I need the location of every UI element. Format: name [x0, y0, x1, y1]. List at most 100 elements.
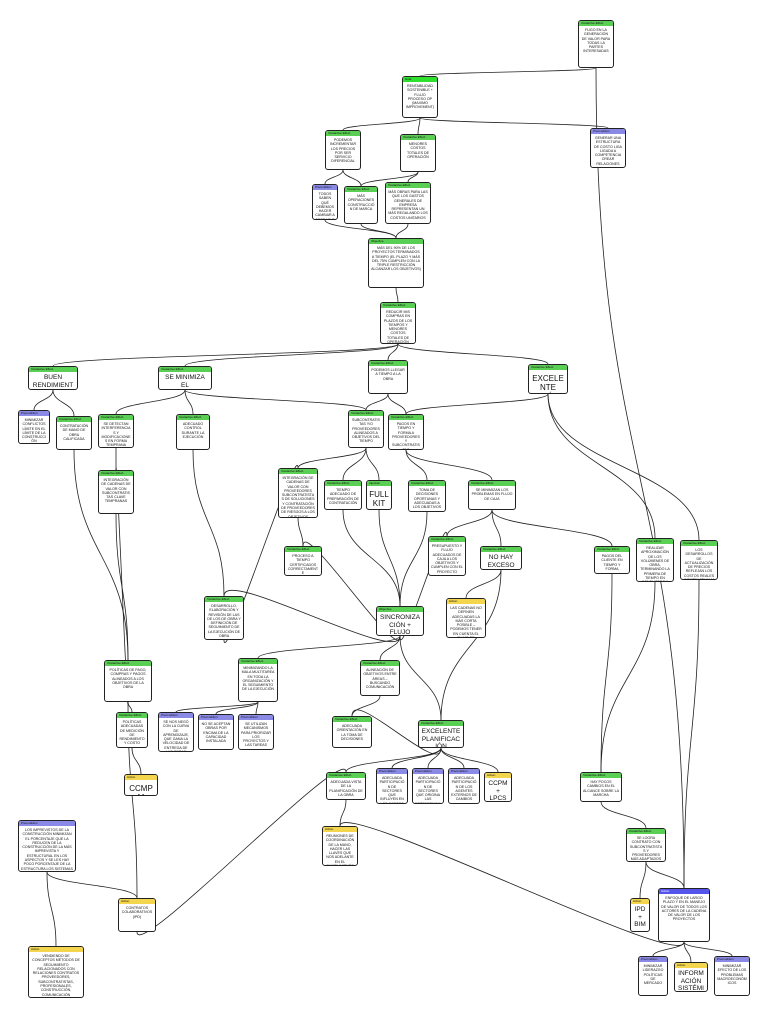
- node-text: ADECUADA VISTA DE LA PLANIFICACIÓN DE LA…: [329, 780, 363, 797]
- node-header: Vsstantive Effect: [325, 481, 361, 486]
- edge-n26-n20: [405, 449, 493, 481]
- node-text: DESARROLLO, ELABORACIÓN Y REVISIÓN DE LA…: [207, 604, 241, 639]
- node-header: Precondition: [19, 821, 75, 826]
- node-header: Vsstantive Effect: [419, 721, 463, 726]
- node-header: Precondition: [715, 957, 749, 962]
- node-header: Precondition: [377, 769, 407, 774]
- node-header: Vsstantive Effect: [409, 481, 445, 486]
- edge-n4-goal: [417, 117, 421, 135]
- node-header: Vsstantive Effect: [29, 367, 77, 372]
- node-header: Vsstantive Effect: [627, 829, 665, 834]
- node-text: MINIMIZAR CONFLICTOS LÍMITE EN EL LÍMITE…: [22, 418, 46, 444]
- node-header: Precondition: [239, 715, 273, 720]
- node-header: Precondition: [199, 715, 233, 720]
- edge-vis-n42: [645, 861, 685, 889]
- node-text: PROCESO A TIEMPO CERTIFICADOS CORRECTAME…: [287, 554, 319, 576]
- node-header: Precondition: [413, 769, 443, 774]
- node-header: Vsstantive Effect: [401, 135, 435, 140]
- edge-n8-n4: [407, 171, 419, 183]
- edge-a4-n40: [339, 799, 347, 827]
- node-text: EXCELENTE PLANIFICACIÓN: [421, 728, 461, 748]
- edge-a3-n39: [440, 747, 499, 773]
- edge-n5-goal: [419, 117, 609, 129]
- node-header: Action: [675, 963, 707, 968]
- edge-n20-n13: [387, 393, 407, 415]
- edge-p2-n35: [215, 701, 259, 715]
- edge-n22-n19: [297, 447, 367, 469]
- node-header: Vsstantive Effect: [205, 597, 243, 602]
- node-header: Goal: [403, 77, 437, 82]
- node-header: Vsstantive Effect: [361, 661, 399, 666]
- node-a2[interactable]: ActionCCMPM: [124, 774, 158, 796]
- node-header: Action: [631, 899, 649, 904]
- edge-n42-n41: [600, 801, 647, 829]
- node-text: REALIZAR APROXIMACIÓN DE LOS VOLÚMENES D…: [640, 546, 670, 581]
- node-header: Vsstantive Effect: [595, 547, 629, 552]
- edge-n38-n36: [351, 695, 381, 717]
- node-header: Action: [323, 827, 357, 832]
- node-header: Action: [119, 899, 155, 904]
- edge-n17-n12: [115, 389, 186, 415]
